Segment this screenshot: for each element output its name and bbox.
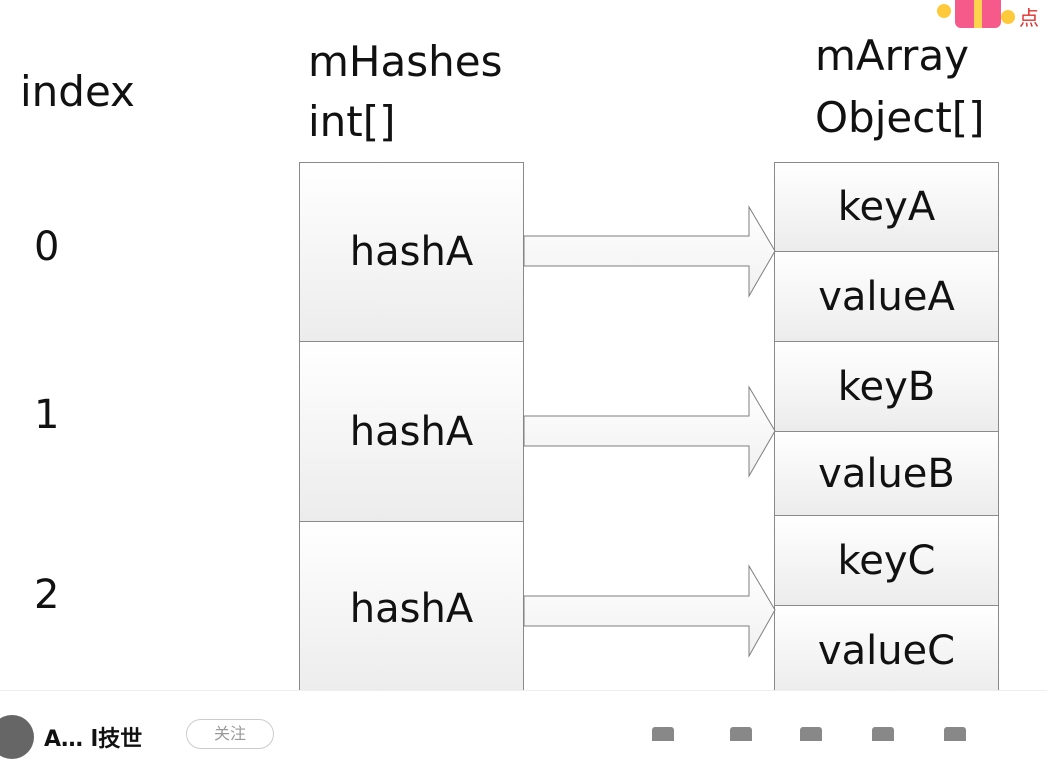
gift-ribbon — [974, 0, 982, 28]
hash-cell-0: hashA — [299, 162, 524, 342]
hash-cell-1: hashA — [299, 341, 524, 522]
arrow-2 — [523, 564, 776, 658]
share-icon[interactable] — [872, 727, 894, 741]
bottom-bar: A… l技世 关注 — [0, 690, 1047, 759]
arrows-layer — [523, 205, 776, 658]
value-text-1: valueB — [818, 450, 955, 497]
marray-header: mArray — [815, 31, 970, 80]
arrow-1 — [523, 385, 776, 478]
value-cell-0: valueA — [774, 251, 999, 342]
comment-icon[interactable] — [730, 727, 752, 741]
hash-cell-2: hashA — [299, 521, 524, 696]
index-1: 1 — [34, 392, 60, 438]
value-text-2: valueC — [817, 627, 956, 674]
coin-icon — [1001, 10, 1015, 24]
key-cell-0: keyA — [774, 162, 999, 252]
promo-gift-icon[interactable]: 点 — [927, 0, 1047, 30]
author-name[interactable]: A… l技世 — [44, 727, 143, 752]
key-text-2: keyC — [837, 537, 936, 584]
value-cell-2: valueC — [774, 605, 999, 696]
more-icon[interactable] — [944, 727, 966, 741]
index-0: 0 — [34, 224, 60, 270]
follow-button[interactable]: 关注 — [186, 719, 274, 749]
hash-text-1: hashA — [349, 408, 474, 455]
hash-text-2: hashA — [349, 585, 474, 632]
key-text-1: keyB — [837, 363, 936, 410]
like-icon[interactable] — [652, 727, 674, 741]
collect-icon[interactable] — [800, 727, 822, 741]
hash-text-0: hashA — [349, 229, 474, 275]
avatar[interactable] — [0, 715, 34, 759]
promo-text: 点 — [1019, 6, 1039, 30]
mhashes-type: int[] — [308, 97, 396, 146]
coin-icon — [937, 4, 951, 18]
marray-type: Object[] — [815, 93, 985, 142]
arrow-0 — [523, 205, 776, 298]
key-cell-2: keyC — [774, 515, 999, 606]
value-text-0: valueA — [818, 273, 955, 320]
mhashes-header: mHashes — [308, 37, 503, 86]
key-text-0: keyA — [837, 184, 936, 230]
key-cell-1: keyB — [774, 341, 999, 432]
index-2: 2 — [34, 572, 60, 618]
index-header: index — [20, 67, 135, 116]
value-cell-1: valueB — [774, 431, 999, 516]
